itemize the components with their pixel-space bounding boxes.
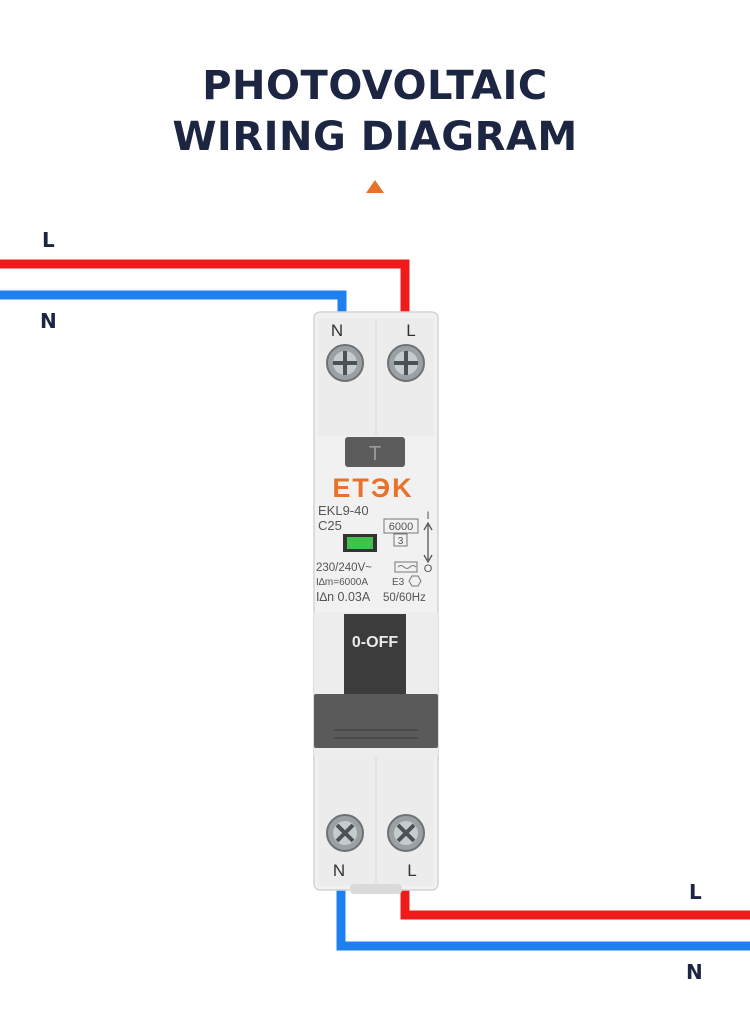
input-neutral-wire xyxy=(0,290,347,312)
screw-icon xyxy=(387,814,425,852)
breaking-capacity-label: 6000 xyxy=(389,521,413,533)
top-terminal-n-label: N xyxy=(331,321,343,340)
rcd-type-icon xyxy=(394,561,418,573)
title-line-1: PHOTOVOLTAIC xyxy=(202,63,548,109)
title-line-2: WIRING DIAGRAM xyxy=(172,114,578,160)
output-live-wire xyxy=(400,885,750,920)
output-neutral-wire xyxy=(336,885,750,951)
toggle-lever xyxy=(344,614,406,704)
test-button-label: T xyxy=(369,443,381,465)
brand-logo: ETЭK xyxy=(332,473,413,503)
residual-current-label: I∆n 0.03A xyxy=(316,590,371,604)
frequency-label: 50/60Hz xyxy=(383,592,426,604)
screw-icon xyxy=(387,344,425,382)
rating-label: C25 xyxy=(318,518,342,533)
output-n-label: N xyxy=(686,960,703,984)
voltage-label: 230/240V~ xyxy=(316,562,372,574)
input-n-label: N xyxy=(40,309,57,333)
on-symbol: I xyxy=(426,510,429,522)
cert-mark-icon xyxy=(408,575,422,587)
input-l-label: L xyxy=(42,228,55,252)
input-live-wire xyxy=(0,259,410,312)
toggle-base xyxy=(314,694,438,748)
bottom-terminal-n-label: N xyxy=(333,861,345,880)
bottom-terminal-l-label: L xyxy=(407,861,416,880)
triangle-marker-icon xyxy=(366,180,384,193)
off-symbol: O xyxy=(424,563,433,575)
output-l-label: L xyxy=(689,880,702,904)
test-button xyxy=(345,437,405,467)
energy-class-label: 3 xyxy=(398,536,404,547)
double-arrow-icon xyxy=(423,521,433,564)
cert-class-label: E3 xyxy=(392,577,405,588)
model-label: EKL9-40 xyxy=(318,503,369,518)
screw-icon xyxy=(326,344,364,382)
toggle-label: 0-OFF xyxy=(352,634,398,651)
residual-capacity-label: I∆m=6000A xyxy=(316,577,368,588)
circuit-breaker: N L T ETЭK EKL9-40 C25 6000 3 I O xyxy=(313,311,439,894)
screw-icon xyxy=(326,814,364,852)
top-terminal-l-label: L xyxy=(406,321,415,340)
status-indicator xyxy=(347,537,373,549)
